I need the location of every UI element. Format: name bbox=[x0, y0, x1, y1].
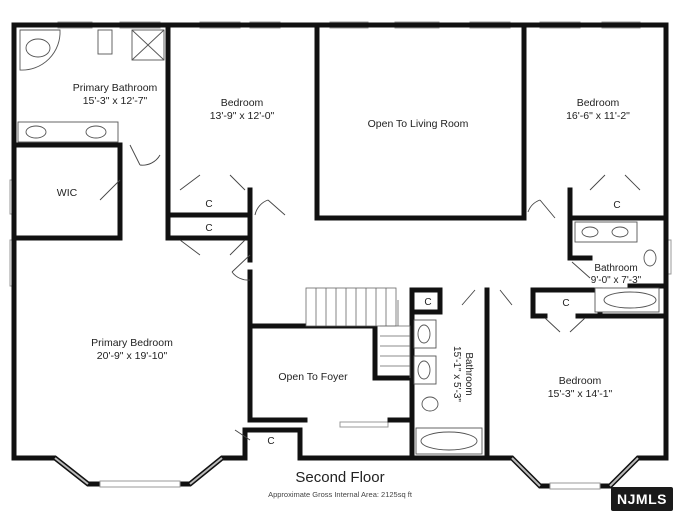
bathroom-right-dims: 9'-0" x 7'-3" bbox=[591, 275, 642, 286]
bath-fixtures bbox=[17, 29, 660, 455]
stairs bbox=[305, 287, 411, 378]
bathroom-right-name: Bathroom bbox=[594, 263, 637, 274]
bedroom-lower-right-dims: 15'-3" x 14'-1" bbox=[548, 388, 613, 400]
njmls-logo-text: NJMLS bbox=[617, 491, 667, 507]
area-note: Approximate Gross Internal Area: 2125sq … bbox=[268, 490, 413, 499]
closet-label: C bbox=[613, 200, 620, 211]
closet-labels: C C C C C C bbox=[205, 199, 620, 447]
wic-name: WIC bbox=[57, 187, 78, 199]
closet-label: C bbox=[267, 436, 274, 447]
bedroom-lower-right-name: Bedroom bbox=[559, 375, 602, 387]
closet-label: C bbox=[562, 298, 569, 309]
bedroom-left-dims: 13'-9" x 12'-0" bbox=[210, 110, 275, 122]
njmls-logo: NJMLS bbox=[611, 487, 673, 511]
bathroom-mid-name: Bathroom bbox=[463, 352, 474, 395]
closet-label: C bbox=[205, 199, 212, 210]
primary-bedroom-dims: 20'-9" x 19'-10" bbox=[97, 350, 168, 362]
open-foyer-name: Open To Foyer bbox=[278, 371, 348, 383]
primary-bedroom-name: Primary Bedroom bbox=[91, 337, 173, 349]
closet-label: C bbox=[424, 297, 431, 308]
interior-walls bbox=[11, 22, 669, 461]
bathroom-mid-dims: 15'-1" x 5'-3" bbox=[451, 346, 462, 402]
doors bbox=[99, 144, 641, 441]
bedroom-right-dims: 16'-6" x 11'-2" bbox=[566, 110, 630, 122]
room-labels: Primary Bathroom 15'-3" x 12'-7" Bedroom… bbox=[57, 82, 642, 402]
bedroom-right-name: Bedroom bbox=[577, 97, 620, 109]
bedroom-left-name: Bedroom bbox=[221, 97, 264, 109]
closet-label: C bbox=[205, 223, 212, 234]
primary-bathroom-name: Primary Bathroom bbox=[73, 82, 158, 94]
open-living-name: Open To Living Room bbox=[368, 118, 469, 130]
floor-title: Second Floor bbox=[295, 469, 384, 486]
bay-windows bbox=[54, 457, 639, 490]
primary-bathroom-dims: 15'-3" x 12'-7" bbox=[83, 95, 148, 107]
